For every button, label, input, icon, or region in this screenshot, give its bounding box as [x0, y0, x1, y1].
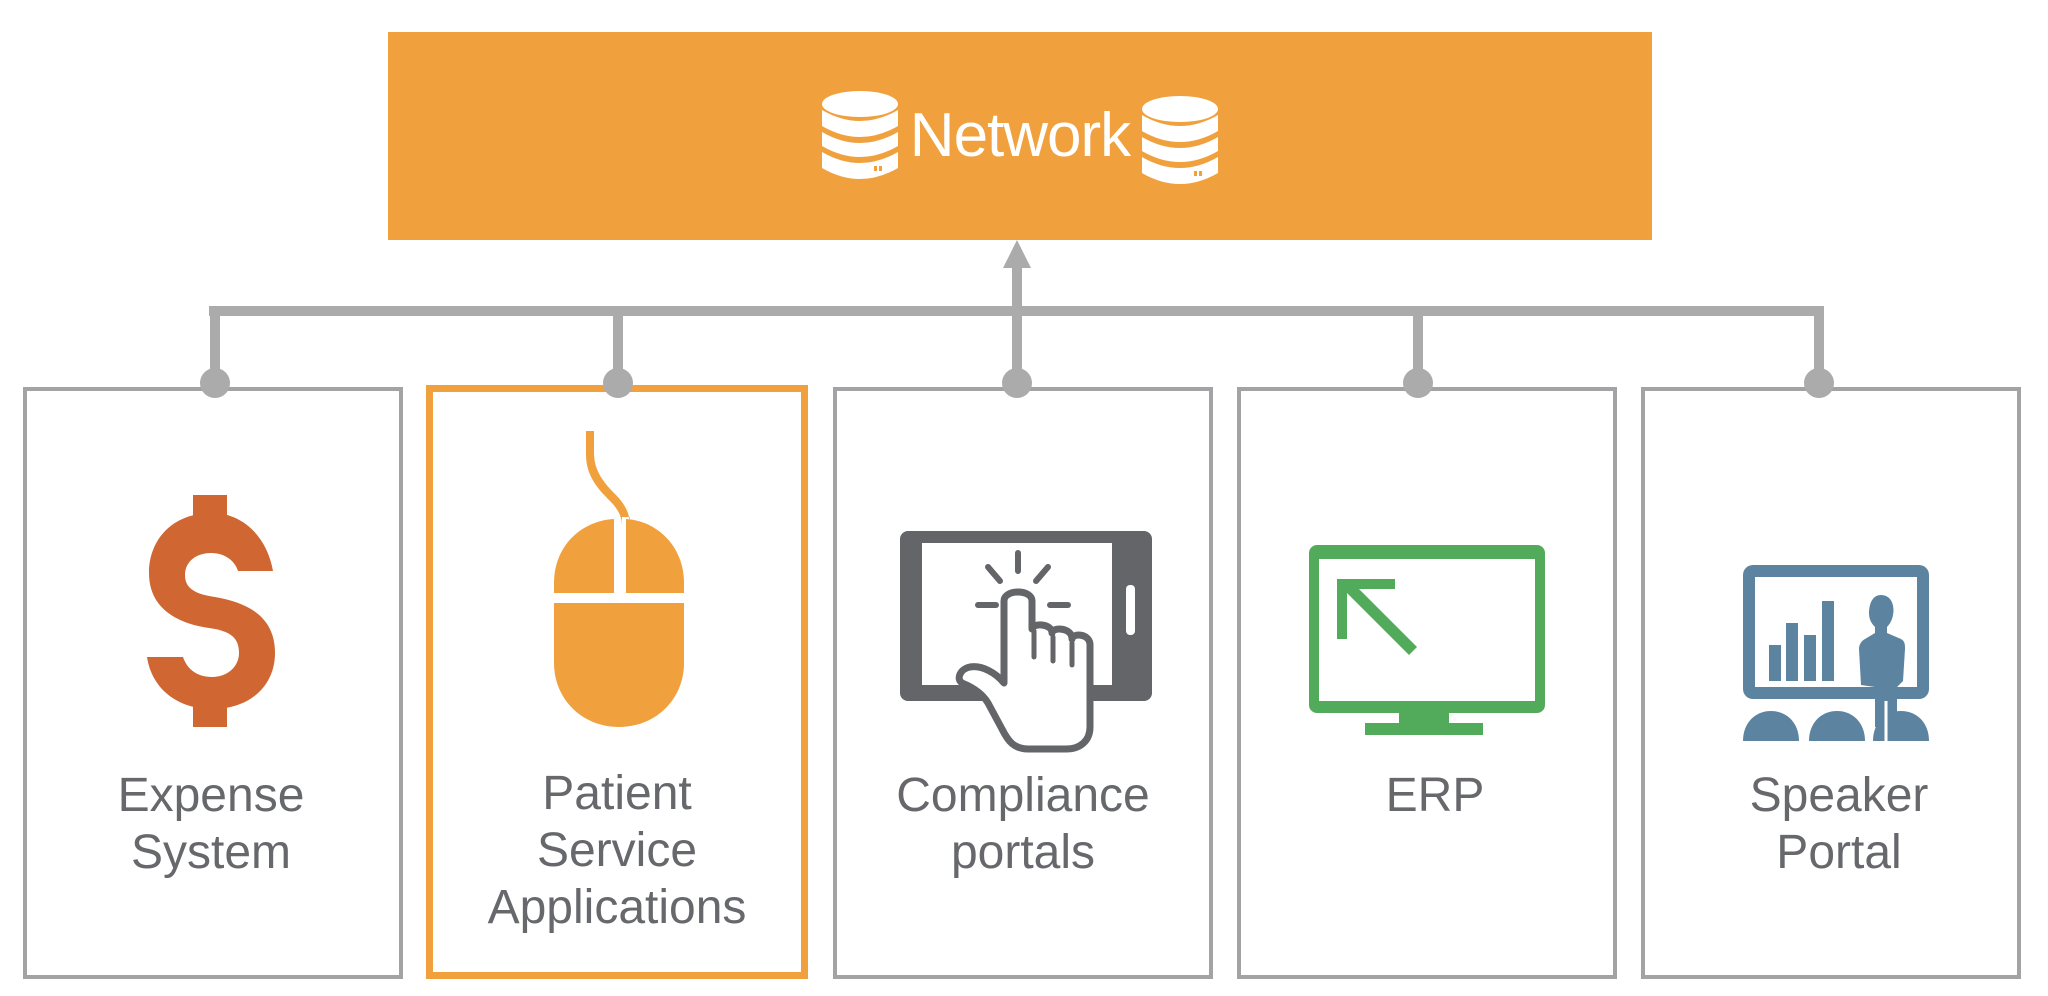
- connector-drop: [1012, 262, 1022, 383]
- network-box: Network: [388, 32, 1652, 240]
- network-title: Network: [909, 101, 1131, 170]
- dollar-icon: [147, 495, 275, 727]
- card-expense-system[interactable]: Expense System: [23, 387, 403, 979]
- card-label: Patient Service Applications: [487, 767, 747, 934]
- presentation-speaker-icon: [1743, 565, 1929, 741]
- card-erp[interactable]: ERP: [1237, 387, 1617, 979]
- card-label: Expense System: [117, 769, 305, 879]
- connector-drop: [1413, 306, 1423, 383]
- connector-drop: [210, 306, 220, 383]
- connector-bus: [209, 306, 1822, 316]
- connector-drop: [613, 306, 623, 383]
- connector-drop: [1814, 306, 1824, 383]
- card-label: Speaker Portal: [1749, 769, 1929, 879]
- monitor-arrow-icon: [1309, 545, 1545, 735]
- tablet-touch-icon: [900, 531, 1152, 753]
- arrow-up-icon: [1003, 240, 1031, 268]
- mouse-icon: [554, 431, 684, 727]
- card-speaker-portal[interactable]: Speaker Portal: [1641, 387, 2021, 979]
- card-label: Compliance portals: [896, 769, 1150, 879]
- card-compliance-portals[interactable]: Compliance portals: [833, 387, 1213, 979]
- database-icon: [1142, 96, 1219, 184]
- card-label: ERP: [1385, 769, 1485, 822]
- database-icon: [821, 91, 898, 179]
- card-patient-service-applications[interactable]: Patient Service Applications: [426, 385, 808, 979]
